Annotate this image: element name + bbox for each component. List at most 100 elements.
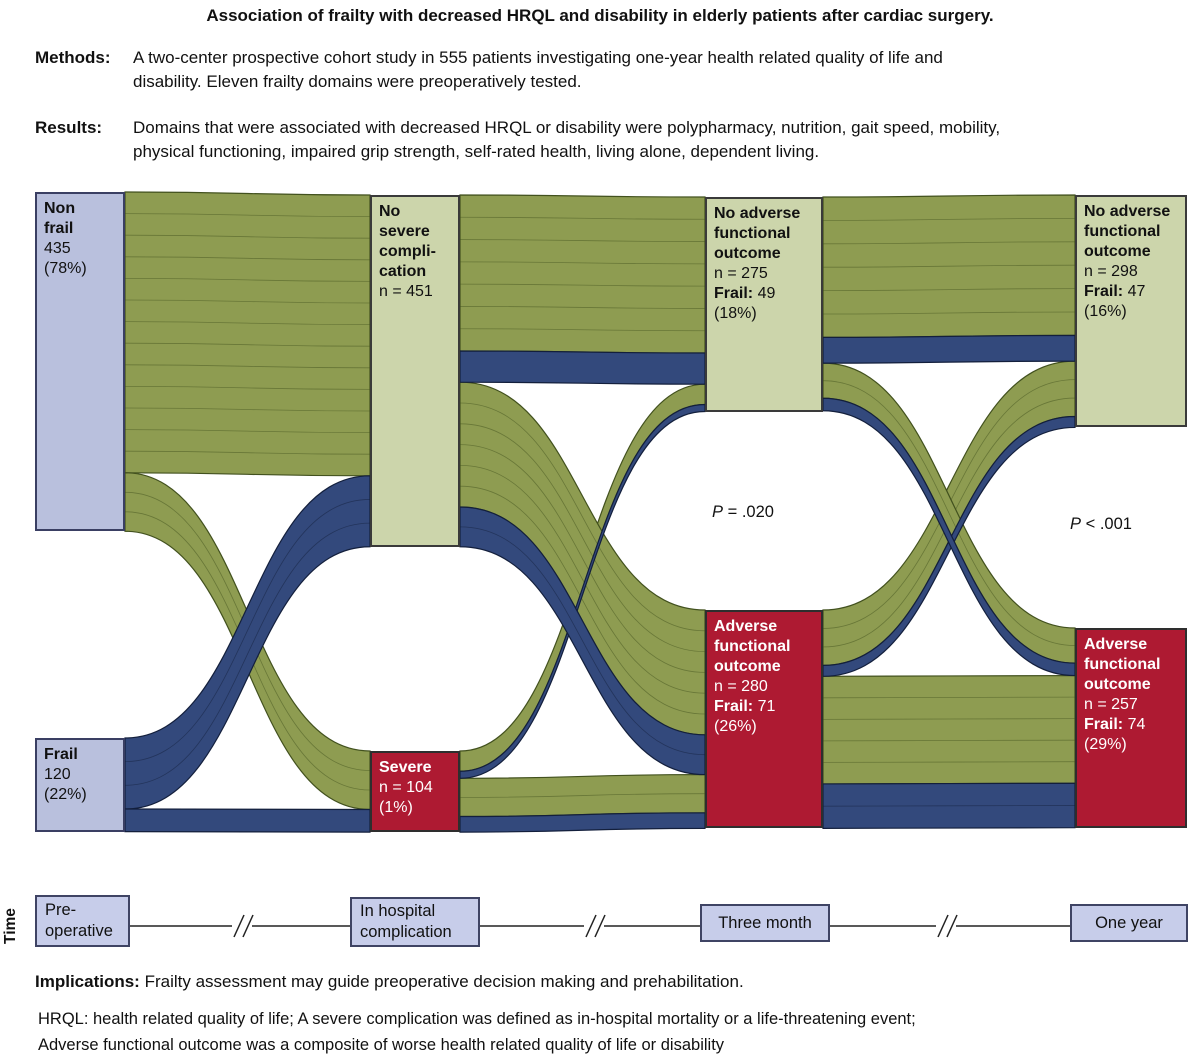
- timeline-stop-preoperative: Pre- operative: [35, 895, 130, 947]
- flow-strand-line: [124, 522, 371, 786]
- flow-strand-line: [124, 386, 371, 390]
- flow-strand-line: [124, 299, 371, 304]
- flow-strand-line: [459, 306, 706, 309]
- flow-strand-line: [124, 429, 371, 433]
- flow-severe-to-adv3-frail: [459, 812, 706, 833]
- node-title: Severe: [379, 759, 432, 776]
- figure-title: Association of frailty with decreased HR…: [206, 6, 994, 25]
- node-n: n = 257: [1084, 696, 1138, 713]
- node-n: n = 104: [379, 779, 433, 796]
- timeline-axis: Time Pre- operative In hospital complica…: [0, 890, 1200, 960]
- flow-strand-line: [459, 239, 706, 242]
- flow-strand-line: [459, 444, 706, 673]
- flow-strand-line: [124, 321, 371, 325]
- node-n: n = 275: [714, 265, 768, 282]
- methods-label: Methods:: [35, 48, 111, 67]
- node-value: 435: [44, 240, 71, 257]
- results-label: Results:: [35, 118, 103, 137]
- node-pct: (26%): [714, 718, 757, 735]
- flow-nonfrail-to-nosevere-nonfrail: [124, 191, 371, 477]
- implications-row: Implications: Frailty assessment may gui…: [35, 972, 744, 992]
- flow-nosevere-to-noadv3-frail: [459, 350, 706, 385]
- axis-break-icon: [594, 914, 606, 938]
- flow-frail-to-severe-frail: [124, 808, 371, 833]
- flow-adv3-to-noadv12-frail: [822, 415, 1076, 677]
- results-row: Results: Domains that were associated wi…: [35, 116, 1185, 164]
- flow-strand-line: [124, 342, 371, 347]
- methods-text: A two-center prospective cohort study in…: [133, 48, 943, 91]
- flow-strand-line: [124, 256, 371, 261]
- flow-strand-line: [822, 739, 1076, 742]
- flow-strand-line: [822, 761, 1076, 763]
- flow-strand-line: [124, 278, 371, 282]
- axis-break-icon: [233, 914, 245, 938]
- flow-strand-line: [459, 216, 706, 220]
- methods-row: Methods: A two-center prospective cohort…: [35, 46, 1185, 94]
- node-severe-complication: Severe n = 104 (1%): [370, 751, 460, 832]
- axis-break-icon: [946, 914, 958, 938]
- node-pct: (22%): [44, 786, 87, 803]
- flow-strand-line: [459, 402, 706, 632]
- node-value: 120: [44, 766, 71, 783]
- node-n: n = 280: [714, 678, 768, 695]
- flow-strand-line: [822, 288, 1076, 291]
- node-title: Non frail: [44, 200, 76, 237]
- time-axis-label: Time: [2, 908, 19, 944]
- flow-nosevere-to-noadv3-nonfrail: [459, 194, 706, 354]
- flow-noadv3-to-noadv12-frail: [822, 334, 1076, 364]
- node-frail-count: Frail: 47: [1084, 283, 1146, 300]
- flow-strand-line: [822, 241, 1076, 245]
- axis-break-icon: [585, 914, 597, 938]
- p-value-one-year: P < .001: [1070, 515, 1132, 533]
- flow-strand-line: [124, 234, 371, 239]
- node-pct: (78%): [44, 260, 87, 277]
- node-title: No adverse functional outcome: [1084, 203, 1171, 260]
- timeline-axis-svg: [130, 914, 1070, 938]
- flow-strand-line: [822, 380, 1076, 646]
- node-title: Frail: [44, 746, 78, 763]
- flow-strand-line: [459, 283, 706, 287]
- node-adverse-outcome-1y: Adverse functional outcome n = 257 Frail…: [1075, 628, 1187, 828]
- sankey-diagram: Non frail 435 (78%) Frail 120 (22%) No s…: [30, 185, 1190, 845]
- flow-strand-line: [459, 485, 706, 715]
- node-title: No adverse functional outcome: [714, 205, 801, 262]
- node-frail-count: Frail: 49: [714, 285, 776, 302]
- node-frail-count: Frail: 71: [714, 698, 776, 715]
- flow-strand-line: [822, 264, 1076, 268]
- node-frail-count: Frail: 74: [1084, 716, 1146, 733]
- node-non-frail: Non frail 435 (78%): [35, 192, 125, 531]
- flow-strand-line: [459, 465, 706, 694]
- flow-strand-line: [459, 526, 706, 756]
- node-pct: (16%): [1084, 303, 1127, 320]
- flow-strand-line: [459, 328, 706, 332]
- node-frail: Frail 120 (22%): [35, 738, 125, 832]
- axis-break-icon: [937, 914, 949, 938]
- sankey-flows-svg: [124, 191, 1076, 833]
- flow-strand-line: [459, 423, 706, 652]
- flow-strand-line: [124, 450, 371, 455]
- footnote-line-1: HRQL: health related quality of life; A …: [38, 1010, 916, 1028]
- node-n: n = 451: [379, 283, 433, 300]
- node-no-adverse-outcome-1y: No adverse functional outcome n = 298 Fr…: [1075, 195, 1187, 427]
- flow-adv3-to-adv12-nonfrail: [822, 674, 1076, 785]
- flow-strand-line: [124, 213, 371, 217]
- flow-strand-line: [459, 793, 706, 798]
- node-pct: (18%): [714, 305, 757, 322]
- node-title: Adverse functional outcome: [714, 618, 791, 675]
- implications-label: Implications:: [35, 972, 140, 991]
- flow-strand-line: [124, 364, 371, 369]
- timeline-stop-in-hospital: In hospital complication: [350, 897, 480, 947]
- node-title: Adverse functional outcome: [1084, 636, 1161, 693]
- footnote-line-2: Adverse functional outcome was a composi…: [38, 1036, 725, 1054]
- timeline-lines: [130, 914, 1070, 938]
- flow-strand-line: [822, 218, 1076, 221]
- footnote: HRQL: health related quality of life; A …: [38, 1006, 916, 1058]
- node-pct: (1%): [379, 799, 413, 816]
- timeline-stop-one-year: One year: [1070, 904, 1188, 942]
- node-title: No severe compli- cation: [379, 203, 436, 280]
- flow-strand-line: [822, 805, 1076, 807]
- flow-strand-line: [459, 261, 706, 265]
- axis-break-icon: [242, 914, 254, 938]
- flow-strand-line: [124, 499, 371, 763]
- node-adverse-outcome-3m: Adverse functional outcome n = 280 Frail…: [705, 610, 823, 828]
